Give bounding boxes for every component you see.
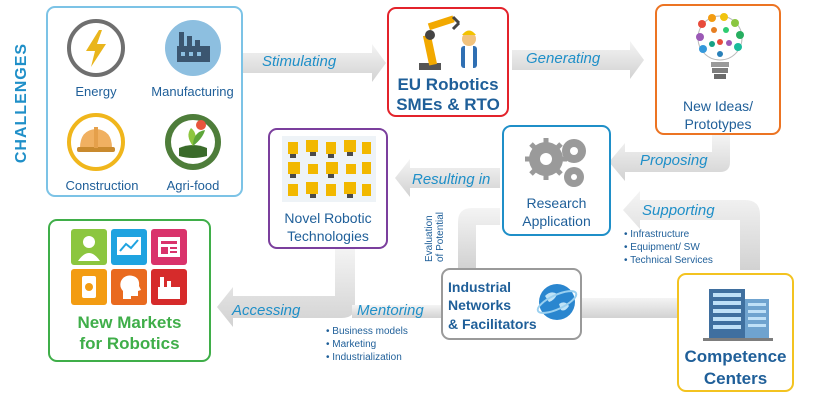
- accessing-label: Accessing: [232, 302, 301, 319]
- novel-box: Novel Robotic Technologies: [268, 128, 388, 249]
- factory-icon: [165, 20, 221, 76]
- lightbulb-icon: [696, 13, 744, 79]
- new-ideas-box: New Ideas/ Prototypes: [655, 4, 781, 135]
- resulting-arrow: [395, 159, 500, 197]
- competence-box: Competence Centers: [677, 273, 794, 392]
- mentoring-label: Mentoring: [357, 302, 424, 319]
- competence-link: [582, 298, 690, 318]
- robots-grid-icon: [282, 136, 376, 202]
- user-tile-icon: [71, 229, 107, 265]
- hard-hat-icon: [67, 113, 125, 171]
- proposing-arrow: [609, 135, 730, 181]
- resulting-label: Resulting in: [412, 171, 491, 188]
- networks-line2: Networks: [448, 297, 512, 313]
- stimulating-arrow: [242, 44, 386, 82]
- phone-tile-icon: [71, 269, 107, 305]
- competence-line1: Competence: [684, 347, 787, 366]
- evaluation-arrow: [458, 208, 500, 268]
- mentoring-list: Business models Marketing Industrializat…: [326, 325, 408, 364]
- manufacturing-label: Manufacturing: [151, 84, 234, 99]
- challenges-box: Energy Manufacturing Construction Agri-f…: [46, 6, 243, 197]
- accessing-arrow: [217, 248, 355, 327]
- networks-line3: & Facilitators: [448, 316, 537, 332]
- supporting-label: Supporting: [642, 202, 715, 219]
- markets-line2: for Robotics: [79, 334, 180, 353]
- markets-line1: New Markets: [77, 313, 182, 332]
- eu-robotics-line2: SMEs & RTO: [396, 95, 500, 114]
- novel-line2: Technologies: [287, 228, 369, 244]
- plant-icon: [165, 114, 221, 170]
- supporting-list: Infrastructure Equipment/ SW Technical S…: [624, 228, 713, 267]
- news-tile-icon: [151, 229, 187, 265]
- networks-line1: Industrial: [448, 279, 512, 295]
- networks-box: Industrial Networks & Facilitators: [441, 268, 582, 340]
- list-item: Marketing: [326, 338, 408, 351]
- building-icon: [703, 289, 773, 341]
- energy-label: Energy: [75, 84, 117, 99]
- evaluation-line1: Evaluation: [424, 215, 435, 262]
- research-box: Research Application: [502, 125, 611, 236]
- competence-line2: Centers: [703, 369, 768, 388]
- new-markets-box: New Markets for Robotics: [48, 219, 211, 362]
- agrifood-label: Agri-food: [166, 178, 220, 193]
- supporting-arrow: [623, 191, 760, 270]
- novel-line1: Novel Robotic: [284, 210, 372, 226]
- lightning-icon: [67, 19, 125, 77]
- stimulating-label: Stimulating: [262, 53, 337, 70]
- new-ideas-line1: New Ideas/: [682, 98, 754, 114]
- eu-robotics-line1: EU Robotics: [397, 75, 499, 94]
- evaluation-line2: of Potential: [435, 211, 446, 262]
- gears-icon: [525, 138, 586, 187]
- robot-arm-icon: [419, 15, 477, 70]
- list-item: Industrialization: [326, 351, 408, 364]
- list-item: Business models: [326, 325, 408, 338]
- mentoring-arrow: [352, 305, 442, 318]
- eu-robotics-box: EU Robotics SMEs & RTO: [387, 7, 509, 117]
- head-tile-icon: [111, 269, 147, 305]
- generating-arrow: [512, 41, 644, 79]
- generating-label: Generating: [526, 50, 601, 67]
- chart-tile-icon: [111, 229, 147, 265]
- research-line2: Application: [522, 213, 591, 229]
- new-ideas-line2: Prototypes: [684, 116, 752, 132]
- factory-tile-icon: [151, 269, 187, 305]
- list-item: Infrastructure: [624, 228, 713, 241]
- globe-icon: [536, 284, 578, 320]
- list-item: Technical Services: [624, 254, 713, 267]
- research-line1: Research: [526, 195, 587, 211]
- construction-label: Construction: [65, 178, 139, 193]
- proposing-label: Proposing: [640, 152, 708, 169]
- list-item: Equipment/ SW: [624, 241, 713, 254]
